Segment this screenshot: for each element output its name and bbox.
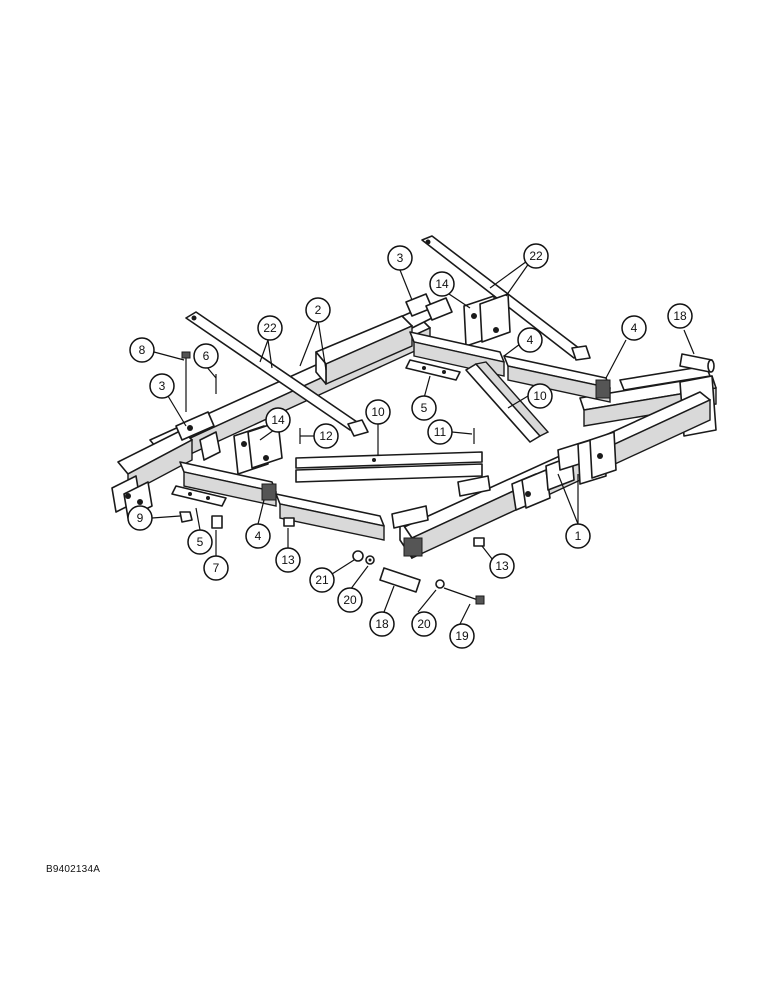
svg-text:4: 4 — [631, 321, 638, 335]
sleeve-18-bottom — [379, 567, 421, 593]
svg-text:13: 13 — [495, 559, 509, 573]
svg-text:7: 7 — [213, 561, 220, 575]
callout-3-right: 3 — [387, 245, 413, 271]
callout-20-right: 20 — [411, 611, 437, 637]
callout-7: 7 — [203, 555, 229, 581]
svg-text:10: 10 — [371, 405, 385, 419]
svg-text:22: 22 — [529, 249, 543, 263]
svg-text:18: 18 — [375, 617, 389, 631]
callout-6: 6 — [193, 343, 219, 369]
svg-text:10: 10 — [533, 389, 547, 403]
svg-text:5: 5 — [197, 535, 204, 549]
plate-14-right — [463, 293, 511, 347]
callout-18-bottom: 18 — [369, 611, 395, 637]
svg-text:4: 4 — [255, 529, 262, 543]
callout-19: 19 — [449, 623, 475, 649]
svg-text:21: 21 — [315, 573, 329, 587]
svg-text:12: 12 — [319, 429, 333, 443]
rear-corner-tube — [315, 315, 413, 386]
svg-text:1: 1 — [575, 529, 582, 543]
svg-text:14: 14 — [271, 413, 285, 427]
callout-4-left: 4 — [245, 523, 271, 549]
nut-7 — [211, 515, 223, 529]
callout-21: 21 — [309, 567, 335, 593]
front-brackets — [511, 431, 617, 511]
svg-text:5: 5 — [421, 401, 428, 415]
tube-4-center — [275, 493, 385, 541]
diagonal-brace-left — [185, 311, 369, 437]
plate-5-left — [171, 485, 227, 507]
callout-13-right: 13 — [489, 553, 515, 579]
callout-22-right: 22 — [523, 243, 549, 269]
callout-13-left: 13 — [275, 547, 301, 573]
svg-text:4: 4 — [527, 333, 534, 347]
callout-9: 9 — [127, 505, 153, 531]
svg-text:18: 18 — [673, 309, 687, 323]
small-brackets-center — [391, 475, 491, 529]
callout-2: 2 — [305, 297, 331, 323]
leader-lines — [151, 255, 695, 625]
nut-13-right — [473, 537, 485, 547]
svg-text:22: 22 — [263, 321, 277, 335]
callout-4-center: 4 — [517, 327, 543, 353]
callout-14-right: 14 — [429, 271, 455, 297]
nut-9 — [179, 511, 193, 523]
callout-4-right: 4 — [621, 315, 647, 341]
callout-10-right: 10 — [527, 383, 553, 409]
callout-18-top: 18 — [667, 303, 693, 329]
svg-text:2: 2 — [315, 303, 322, 317]
svg-text:8: 8 — [139, 343, 146, 357]
callout-3-left: 3 — [149, 373, 175, 399]
nut-21 — [352, 550, 364, 562]
bolt-8 — [181, 351, 191, 412]
svg-text:13: 13 — [281, 553, 295, 567]
callout-14-left: 14 — [265, 407, 291, 433]
svg-text:20: 20 — [343, 593, 357, 607]
plate-14-left — [233, 421, 283, 475]
svg-text:3: 3 — [159, 379, 166, 393]
callout-1: 1 — [565, 523, 591, 549]
tube-4-left — [179, 461, 277, 507]
sleeve-18-top — [679, 353, 715, 373]
bracket-3-left — [175, 411, 221, 461]
tube-4-right — [503, 355, 611, 403]
channel-10-center — [295, 451, 483, 483]
callout-12: 12 — [313, 423, 339, 449]
callout-5-right: 5 — [411, 395, 437, 421]
callout-10-center: 10 — [365, 399, 391, 425]
callout-20-left: 20 — [337, 587, 363, 613]
callout-8: 8 — [129, 337, 155, 363]
washer-20-left — [365, 555, 375, 565]
plate-5-right — [405, 359, 461, 381]
svg-text:14: 14 — [435, 277, 449, 291]
figure-reference-code: B9402134A — [46, 864, 101, 875]
svg-text:3: 3 — [397, 251, 404, 265]
svg-text:20: 20 — [417, 617, 431, 631]
svg-text:6: 6 — [203, 349, 210, 363]
channel-10-right — [465, 361, 550, 443]
washer-20-right — [435, 579, 445, 589]
callout-5-left: 5 — [187, 529, 213, 555]
nut-13-left — [283, 517, 295, 527]
callout-11: 11 — [427, 419, 453, 445]
callout-22-left: 22 — [257, 315, 283, 341]
bolt-19 — [443, 587, 485, 605]
bracket-3-right — [405, 293, 453, 321]
svg-text:19: 19 — [455, 629, 469, 643]
svg-text:11: 11 — [434, 425, 447, 439]
left-hitch-tube — [111, 429, 193, 519]
svg-text:9: 9 — [137, 511, 144, 525]
